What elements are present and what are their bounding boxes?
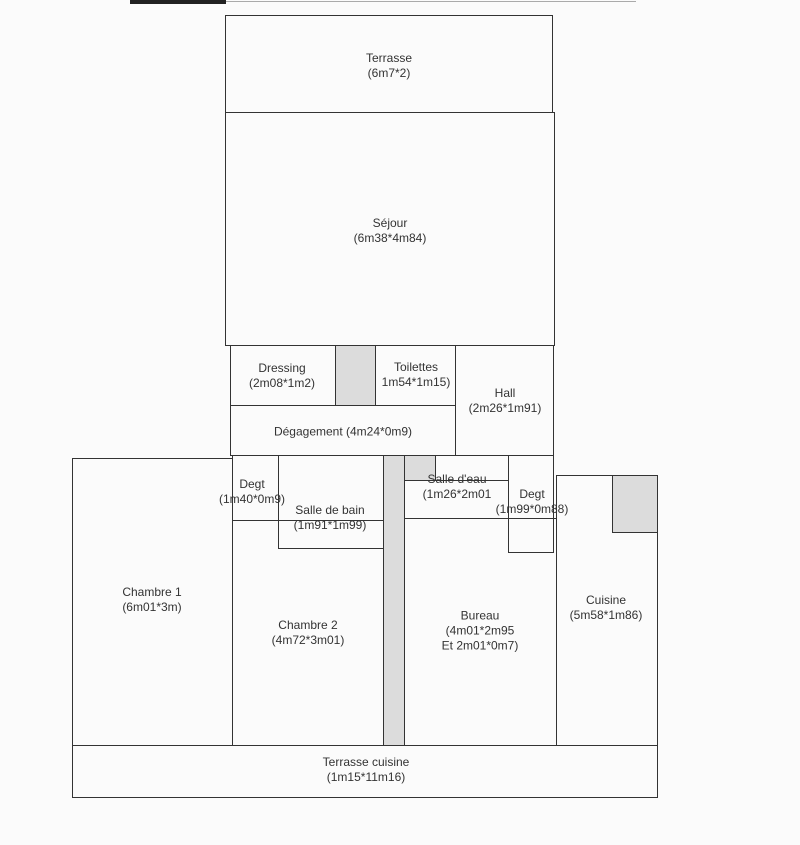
label-salle-eau: Salle d'eau(1m26*2m01 bbox=[422, 472, 492, 501]
label-terrasse: Terrasse(6m7*2) bbox=[365, 51, 413, 80]
room-degt2 bbox=[508, 455, 554, 553]
label-degt2: Degt(1m99*0m88) bbox=[495, 487, 569, 516]
shaft-2 bbox=[383, 455, 405, 746]
label-hall: Hall(2m26*1m91) bbox=[468, 386, 542, 415]
header-line bbox=[226, 1, 636, 2]
label-chambre2: Chambre 2(4m72*3m01) bbox=[271, 618, 345, 647]
header-bar bbox=[130, 0, 226, 4]
room-terrasse-cuisine bbox=[72, 745, 658, 798]
shaft-1 bbox=[335, 345, 376, 406]
label-dressing: Dressing(2m08*1m2) bbox=[248, 361, 316, 390]
shaft-3 bbox=[404, 455, 436, 481]
label-terrasse-cuisine: Terrasse cuisine(1m15*11m16) bbox=[322, 755, 410, 784]
label-degagement: Dégagement (4m24*0m9) bbox=[273, 424, 413, 439]
room-hall bbox=[455, 345, 554, 456]
label-cuisine: Cuisine(5m58*1m86) bbox=[569, 593, 643, 622]
label-salle-de-bain: Salle de bain(1m91*1m99) bbox=[293, 503, 367, 532]
label-degt1: Degt(1m40*0m9) bbox=[218, 477, 286, 506]
shaft-4 bbox=[612, 475, 658, 533]
label-chambre1: Chambre 1(6m01*3m) bbox=[122, 585, 182, 614]
label-sejour: Séjour(6m38*4m84) bbox=[353, 216, 427, 245]
